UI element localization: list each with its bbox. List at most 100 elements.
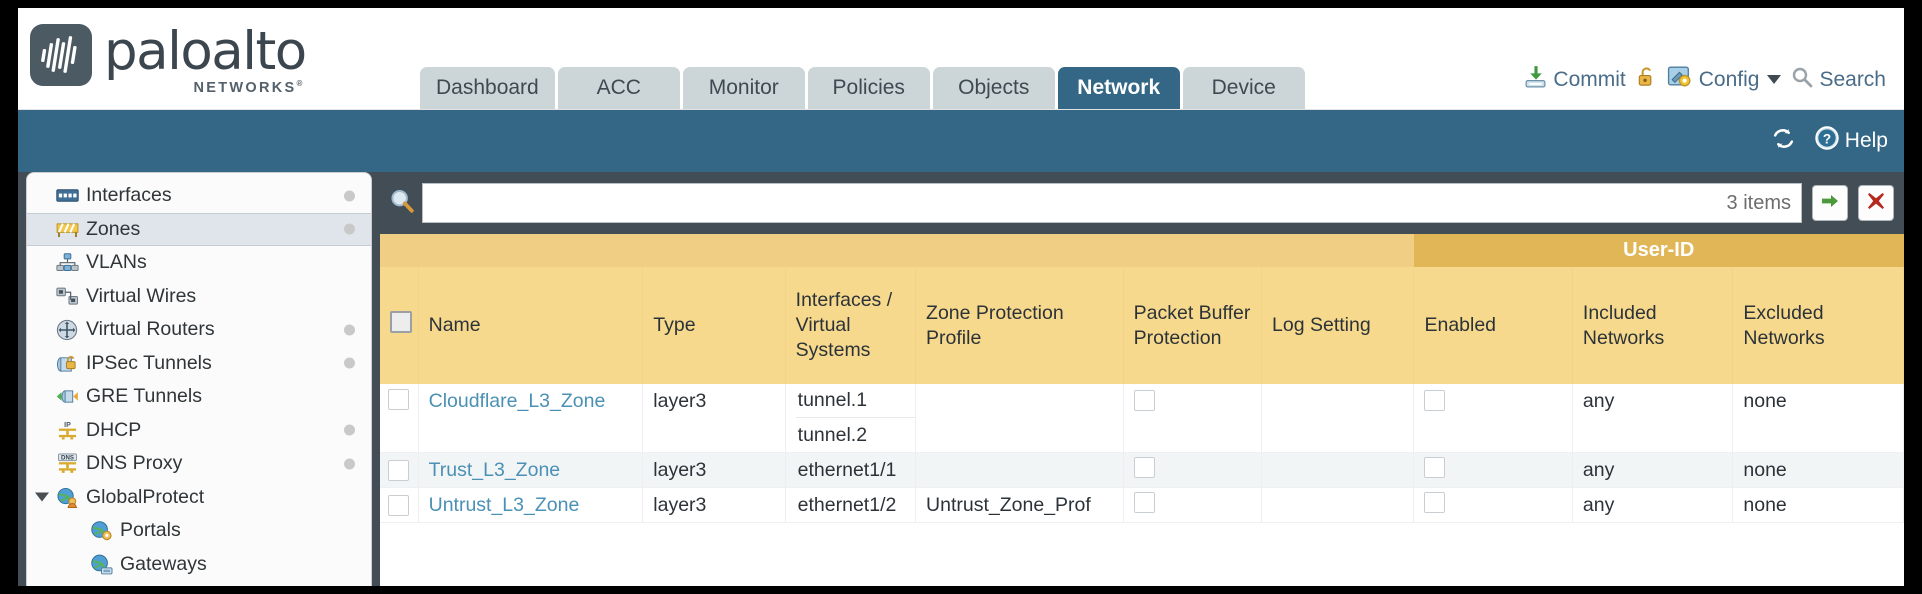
select-all-header[interactable] bbox=[380, 267, 419, 384]
vlans-icon bbox=[55, 253, 79, 273]
sidebar-item-label: Virtual Routers bbox=[86, 318, 215, 341]
sidebar-item-globalprotect[interactable]: GlobalProtect bbox=[27, 481, 371, 515]
help-button[interactable]: ? Help bbox=[1814, 125, 1888, 157]
table-row[interactable]: Trust_L3_Zone layer3 ethernet1/1 bbox=[380, 452, 1904, 488]
userid-enabled-checkbox[interactable] bbox=[1424, 456, 1446, 478]
cell-name[interactable]: Untrust_L3_Zone bbox=[418, 487, 644, 523]
nav-status-dot bbox=[344, 324, 355, 336]
row-select-checkbox[interactable] bbox=[388, 494, 409, 516]
sidebar-item-label: VLANs bbox=[86, 251, 147, 274]
cell-included-networks: any bbox=[1572, 487, 1734, 523]
select-all-checkbox[interactable] bbox=[390, 311, 412, 334]
table-header-row: Name Type Interfaces / Virtual Systems Z… bbox=[380, 267, 1904, 384]
tab-objects[interactable]: Objects bbox=[932, 67, 1055, 109]
chevron-down-icon bbox=[1767, 75, 1782, 84]
search-button[interactable]: Search bbox=[1790, 65, 1886, 95]
sidebar-item-label: Virtual Wires bbox=[86, 284, 197, 307]
clear-filter-button[interactable] bbox=[1858, 185, 1894, 221]
sidebar-item-dns-proxy[interactable]: DNS DNS Proxy bbox=[27, 447, 371, 481]
column-header-name[interactable]: Name bbox=[418, 267, 644, 384]
packet-buffer-protection-checkbox[interactable] bbox=[1133, 390, 1155, 411]
search-icon bbox=[1790, 65, 1814, 95]
apply-filter-button[interactable] bbox=[1812, 185, 1848, 221]
column-header-included-networks[interactable]: Included Networks bbox=[1572, 267, 1734, 384]
tab-dashboard[interactable]: Dashboard bbox=[420, 67, 555, 109]
row-select-cell[interactable] bbox=[380, 487, 419, 523]
row-select-checkbox[interactable] bbox=[388, 389, 409, 410]
cell-name[interactable]: Cloudflare_L3_Zone bbox=[418, 384, 644, 453]
tab-policies[interactable]: Policies bbox=[807, 67, 930, 109]
cell-interfaces: ethernet1/1 bbox=[785, 452, 917, 488]
column-header-log-setting[interactable]: Log Setting bbox=[1261, 267, 1415, 384]
brand-tagline: NETWORKS® bbox=[193, 79, 305, 96]
packet-buffer-protection-checkbox[interactable] bbox=[1133, 491, 1155, 513]
main-nav-tabs: Dashboard ACC Monitor Policies Objects N… bbox=[420, 67, 1305, 109]
sidebar-item-gre-tunnels[interactable]: GRE Tunnels bbox=[27, 380, 371, 414]
zone-name-link[interactable]: Untrust_L3_Zone bbox=[428, 493, 580, 516]
userid-enabled-checkbox[interactable] bbox=[1424, 390, 1446, 411]
cell-log-setting bbox=[1261, 384, 1415, 453]
column-header-enabled[interactable]: Enabled bbox=[1413, 267, 1573, 384]
cell-log-setting bbox=[1261, 452, 1415, 488]
cell-zone-protection-profile bbox=[915, 384, 1124, 453]
sidebar-item-dhcp[interactable]: IP DHCP bbox=[27, 414, 371, 448]
config-menu[interactable]: Config bbox=[1667, 64, 1782, 95]
tree-expand-caret-icon[interactable] bbox=[35, 492, 49, 502]
virtual-routers-icon bbox=[55, 319, 79, 340]
commit-label: Commit bbox=[1553, 67, 1626, 91]
column-header-type[interactable]: Type bbox=[642, 267, 786, 384]
sidebar-item-label: IPSec Tunnels bbox=[86, 351, 212, 374]
search-field-wrapper[interactable]: 3 items bbox=[422, 183, 1802, 223]
config-icon bbox=[1667, 64, 1694, 95]
commit-button[interactable]: Commit bbox=[1523, 64, 1626, 95]
table-row[interactable]: Untrust_L3_Zone layer3 ethernet1/2 Untru… bbox=[380, 487, 1904, 523]
column-header-zone-protection-profile[interactable]: Zone Protection Profile bbox=[915, 267, 1124, 384]
sidebar-item-ipsec-tunnels[interactable]: IPSec Tunnels bbox=[27, 347, 371, 381]
sidebar-item-portals[interactable]: Portals bbox=[27, 514, 371, 548]
column-header-interfaces-virtual-systems[interactable]: Interfaces / Virtual Systems bbox=[785, 267, 917, 384]
cell-zone-protection-profile: Untrust_Zone_Prof bbox=[915, 487, 1124, 523]
sidebar-item-zones[interactable]: Zones bbox=[27, 212, 371, 246]
sidebar-item-interfaces[interactable]: Interfaces bbox=[27, 179, 371, 213]
sidebar-item-virtual-wires[interactable]: Virtual Wires bbox=[27, 280, 371, 314]
column-header-excluded-networks[interactable]: Excluded Networks bbox=[1732, 267, 1904, 384]
search-input[interactable] bbox=[433, 192, 1719, 214]
sidebar-item-label: Zones bbox=[86, 217, 141, 240]
cell-userid-enabled[interactable] bbox=[1413, 487, 1573, 523]
unlock-button[interactable] bbox=[1635, 64, 1658, 95]
packet-buffer-protection-checkbox[interactable] bbox=[1133, 456, 1155, 478]
sidebar-item-vlans[interactable]: VLANs bbox=[27, 246, 371, 280]
refresh-icon[interactable] bbox=[1770, 126, 1797, 156]
search-magnifier-icon[interactable] bbox=[388, 187, 416, 220]
body-area: Interfaces Zones bbox=[18, 172, 1904, 586]
cell-userid-enabled[interactable] bbox=[1413, 384, 1573, 453]
cell-packet-buffer-protection[interactable] bbox=[1123, 452, 1263, 488]
dns-proxy-icon: DNS bbox=[55, 453, 79, 474]
cell-userid-enabled[interactable] bbox=[1413, 452, 1573, 488]
cell-packet-buffer-protection[interactable] bbox=[1123, 487, 1263, 523]
table-group-header-row: User-ID bbox=[380, 234, 1904, 267]
clear-filter-x-icon bbox=[1865, 190, 1887, 217]
row-select-checkbox[interactable] bbox=[388, 459, 409, 481]
top-bar: paloalto NETWORKS® Dashboard ACC Monitor… bbox=[18, 8, 1904, 110]
tab-monitor[interactable]: Monitor bbox=[682, 67, 805, 109]
items-count-label: 3 items bbox=[1726, 191, 1791, 214]
interface-entry: tunnel.2 bbox=[797, 423, 868, 446]
tab-device[interactable]: Device bbox=[1182, 67, 1305, 109]
row-select-cell[interactable] bbox=[380, 384, 419, 453]
column-header-packet-buffer-protection[interactable]: Packet Buffer Protection bbox=[1123, 267, 1263, 384]
sidebar-item-virtual-routers[interactable]: Virtual Routers bbox=[27, 313, 371, 347]
sidebar-item-gateways[interactable]: Gateways bbox=[27, 548, 371, 582]
row-select-cell[interactable] bbox=[380, 452, 419, 488]
userid-enabled-checkbox[interactable] bbox=[1424, 491, 1446, 513]
top-right-actions: Commit bbox=[1523, 64, 1886, 95]
cell-packet-buffer-protection[interactable] bbox=[1123, 384, 1263, 453]
tab-acc[interactable]: ACC bbox=[557, 67, 680, 109]
zone-name-link[interactable]: Cloudflare_L3_Zone bbox=[428, 390, 606, 412]
cell-name[interactable]: Trust_L3_Zone bbox=[418, 452, 644, 488]
table-row[interactable]: Cloudflare_L3_Zone layer3 tunnel.1 tunne… bbox=[380, 384, 1904, 453]
apply-filter-arrow-icon bbox=[1819, 190, 1841, 217]
tab-network[interactable]: Network bbox=[1057, 67, 1180, 109]
zone-name-link[interactable]: Trust_L3_Zone bbox=[428, 458, 561, 481]
nav-status-dot bbox=[344, 424, 355, 436]
